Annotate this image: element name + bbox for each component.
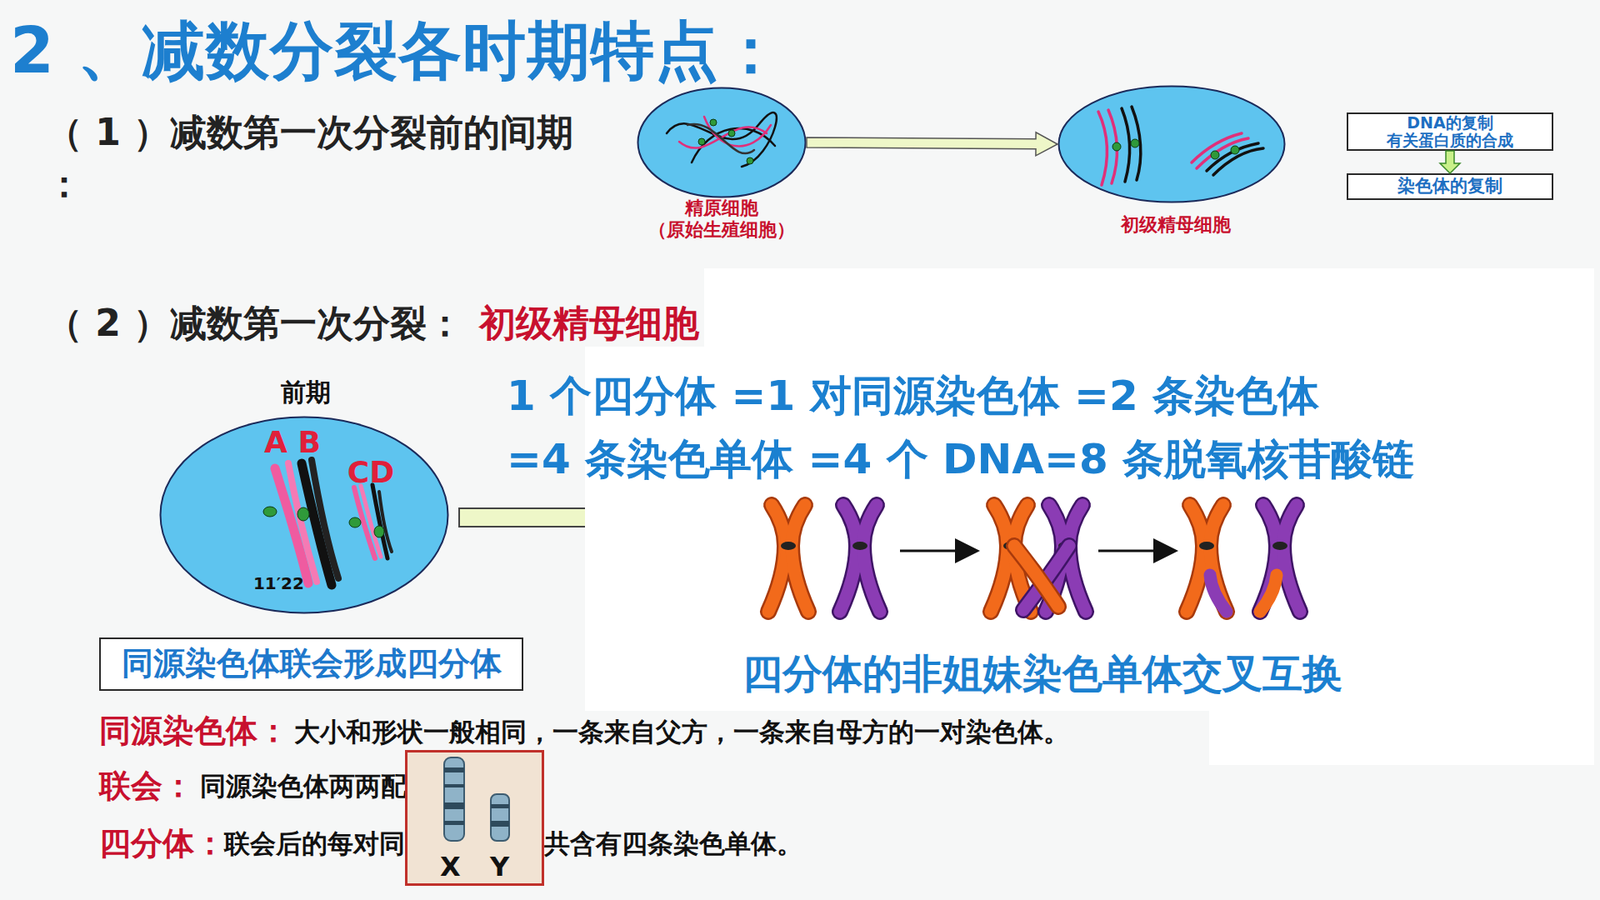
node-text: （原始生殖细胞）: [648, 220, 795, 240]
node-text: A B: [264, 425, 321, 460]
cell-dots: [263, 506, 385, 538]
text-label: 同源染色体两两配: [200, 773, 407, 800]
node-text: 有关蛋白质的合成: [1386, 131, 1514, 150]
xy-chromosome-drawing: [407, 752, 542, 884]
cell-contents: [666, 112, 777, 167]
cell: 初级精母细胞: [1057, 85, 1286, 204]
cell-dots: [698, 119, 754, 165]
text-label: 同源染色体：: [99, 715, 290, 747]
node-text: 初级精母细胞: [1120, 215, 1231, 235]
text-label: X: [440, 853, 461, 880]
cell-outline: [636, 86, 807, 199]
node-text: 染色体的复制: [1397, 176, 1503, 196]
process-box: DNA的复制有关蛋白质的合成: [1346, 112, 1554, 151]
overlay-panel: [704, 268, 1595, 349]
node-text: 同源染色体联会形成四分体: [121, 646, 502, 682]
overlay-panel: [585, 346, 1595, 711]
crossing-over-illustration: [768, 505, 1300, 612]
text-label: 联会后的每对同: [224, 830, 405, 857]
process-box: 染色体的复制: [1346, 173, 1554, 200]
cell: 前期A BCD11′22′: [159, 415, 450, 615]
node-text: CD: [347, 455, 395, 490]
node-text: 精原细胞: [685, 198, 759, 219]
cell-membrane: [638, 88, 806, 198]
text-label: （ 1 ）减数第一次分裂前的间期 ：: [45, 106, 596, 210]
node-text: DNA的复制: [1406, 114, 1493, 132]
block-arrow-connector: [1440, 150, 1460, 174]
text-label: 初级精母细胞: [479, 305, 700, 342]
overlay-panel: [1209, 708, 1595, 765]
block-arrow: [459, 508, 593, 527]
cell-dots: [1112, 139, 1240, 160]
node-text: 前期: [280, 378, 331, 406]
node-text: 11′22′: [253, 574, 309, 593]
cell: 精原细胞（原始生殖细胞）: [636, 86, 807, 199]
cell-contents: [1098, 106, 1264, 185]
text-label: 大小和形状一般相同，一条来自父方，一条来自母方的一对染色体。: [294, 719, 1070, 745]
prophase-chromosomes: [275, 460, 392, 585]
slide-title: 2 、减数分裂各时期特点：: [10, 19, 784, 83]
text-label: Y: [490, 853, 510, 880]
text-label: 联会：: [99, 770, 195, 802]
cell-outline: [1057, 85, 1286, 204]
block-arrow-connector: [806, 132, 1058, 156]
cell-membrane: [1059, 86, 1285, 203]
xy-chromosome-image: [405, 750, 545, 886]
cell-membrane: [160, 417, 449, 614]
concept-box: 同源染色体联会形成四分体: [99, 637, 524, 691]
text-label: 共含有四条染色单体。: [544, 830, 803, 857]
text-label: 四分体：: [99, 827, 226, 860]
text-label: （ 2 ）减数第一次分裂：: [45, 305, 464, 342]
